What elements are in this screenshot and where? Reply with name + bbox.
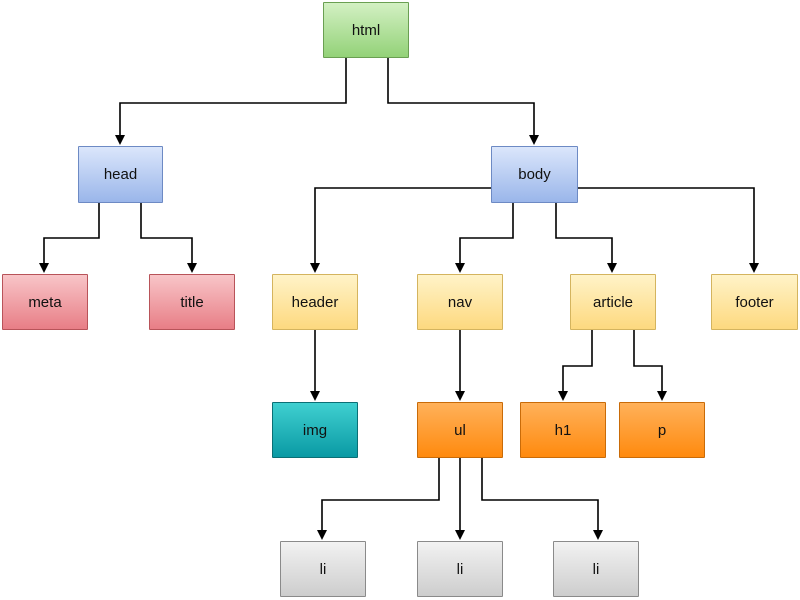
node-ul: ul: [417, 402, 503, 458]
node-li-3: li: [553, 541, 639, 597]
node-nav: nav: [417, 274, 503, 330]
connector-body-nav: [455, 203, 514, 273]
node-title: title: [149, 274, 235, 330]
node-header: header: [272, 274, 358, 330]
connector-article-p: [633, 330, 667, 401]
connector-body-article: [555, 203, 617, 273]
node-img: img: [272, 402, 358, 458]
node-body: body: [491, 146, 578, 203]
node-head: head: [78, 146, 163, 203]
connector-body-header: [310, 187, 492, 273]
node-li-1: li: [280, 541, 366, 597]
connector-article-h1: [558, 330, 593, 401]
node-p: p: [619, 402, 705, 458]
node-article: article: [570, 274, 656, 330]
connector-ul-li-1: [317, 458, 440, 540]
node-li-2: li: [417, 541, 503, 597]
connector-head-meta: [39, 203, 100, 273]
node-h1: h1: [520, 402, 606, 458]
connector-head-title: [140, 203, 197, 273]
connector-html-body: [387, 58, 539, 145]
connector-body-footer: [577, 187, 759, 273]
connector-ul-li-3: [481, 458, 603, 540]
connector-html-head: [115, 58, 347, 145]
node-html: html: [323, 2, 409, 58]
node-meta: meta: [2, 274, 88, 330]
node-footer: footer: [711, 274, 798, 330]
